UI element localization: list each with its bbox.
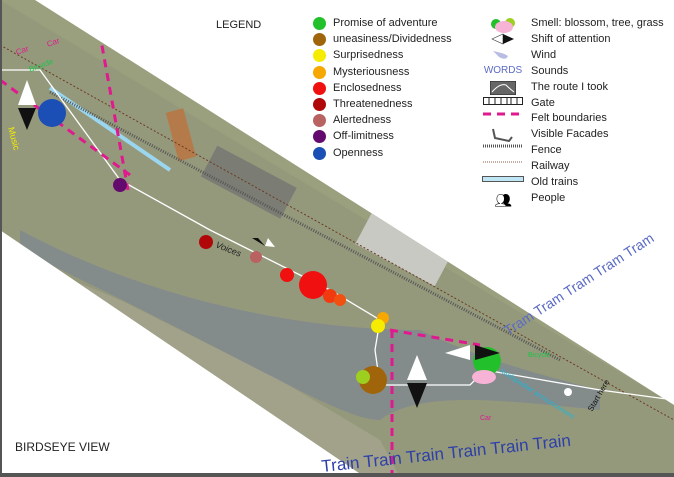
- symbol-legend-item: Railway: [531, 160, 570, 173]
- map-label-car: Car: [46, 36, 62, 49]
- emotion-color-dot: [313, 17, 326, 30]
- sound-tram: Tram Tram Tram Tram Tram: [501, 230, 657, 339]
- wind-icon: [482, 49, 524, 61]
- felt-boundaries: [0, 17, 481, 477]
- felt-boundary-icon: [482, 112, 524, 116]
- emotion-color-dot: [313, 65, 326, 79]
- emotion-color-dot: [313, 146, 326, 160]
- emotion-color-dot: [313, 81, 326, 95]
- symbol-legend-item: The route I took: [531, 80, 609, 93]
- old-trains-icon: [482, 176, 524, 182]
- symbol-legend-item: Gate: [531, 96, 555, 109]
- words-icon: WORDS: [483, 64, 523, 76]
- facade-icon: [482, 128, 524, 143]
- map-label-bicycle: Bicycle: [528, 352, 550, 359]
- building: [355, 208, 454, 287]
- symbol-legend-item: Felt boundaries: [531, 112, 607, 125]
- wind-area: [20, 230, 600, 420]
- emotion-legend-item: Openness: [333, 146, 384, 159]
- emotion-legend-item: Enclosedness: [333, 81, 402, 94]
- view-label: BIRDSEYE VIEW: [15, 440, 110, 454]
- fence: [49, 90, 561, 362]
- symbol-legend-item: Old trains: [531, 176, 579, 188]
- symbol-legend-item: People: [531, 191, 566, 204]
- emotion-legend-item: Threatenedness: [333, 98, 413, 110]
- emotion-legend-item: uneasiness/Dividedness: [333, 33, 452, 46]
- shift-attention-icon: [482, 33, 524, 45]
- symbol-legend-item: Wind: [531, 48, 557, 61]
- gate-icon: [482, 96, 524, 105]
- people-icon: 👥︎: [494, 191, 512, 208]
- emotion-legend-item: Off-limitness: [333, 130, 394, 143]
- symbol-legend-item: Sounds: [531, 64, 569, 77]
- emotion-color-dot: [313, 130, 326, 144]
- emotion-legend-item: Alertedness: [333, 114, 392, 127]
- symbol-legend-item: Visible Facades: [531, 128, 609, 141]
- map-label-car: Car: [480, 415, 492, 422]
- smell-icon: [482, 17, 524, 33]
- old-trains: [48, 86, 172, 172]
- emotion-color-dot: [313, 33, 326, 47]
- emotion-color-dot: [313, 98, 326, 111]
- route-icon: [482, 80, 524, 95]
- emotion-markers: [38, 99, 501, 394]
- symbol-legend-item: Fence: [531, 144, 562, 157]
- building: [200, 145, 297, 219]
- building: [165, 108, 197, 162]
- fence-icon: [482, 144, 524, 148]
- emotion-color-dot: [313, 114, 326, 128]
- symbol-legend-item: Shift of attention: [531, 32, 611, 45]
- railway-icon: [482, 160, 524, 164]
- map-label-car: Car: [15, 44, 31, 57]
- shift-attention-markers: [18, 80, 500, 408]
- emotion-color-dot: [313, 49, 326, 63]
- route: [0, 69, 674, 401]
- legend-title: LEGEND: [216, 19, 262, 31]
- emotion-legend-item: Surprisedness: [333, 49, 404, 62]
- emotion-legend-item: Mysteriousness: [333, 65, 410, 78]
- symbol-legend-item: Smell: blossom, tree, grass: [531, 17, 664, 29]
- emotion-legend-item: Promise of adventure: [333, 17, 438, 29]
